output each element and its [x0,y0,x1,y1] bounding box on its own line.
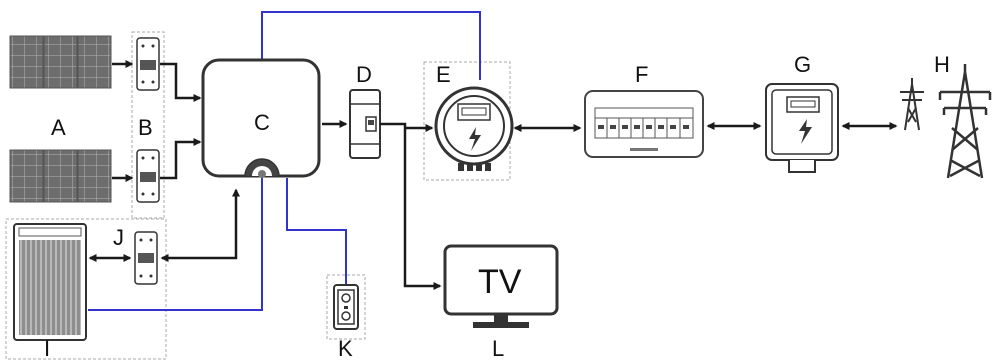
battery-storage [13,223,87,341]
label-d: D [356,62,372,87]
label-k: K [338,336,353,361]
power-grid [900,64,992,179]
label-i: I [44,336,50,361]
transmission-tower-icon [938,64,992,179]
label-f: F [635,62,648,87]
distribution-board-icon [584,90,704,158]
label-g: G [794,52,811,77]
breaker-icon [136,37,160,91]
label-j: J [113,225,124,250]
label-h: H [934,52,950,77]
label-a: A [51,115,66,140]
breaker-group-b-frame [131,31,165,219]
solar-panel-array-top [9,35,112,89]
breaker-b-bottom [136,149,160,203]
battery-group-frame [5,218,167,360]
solar-panel-icon [9,35,112,89]
meter-icon [434,86,514,171]
label-c: C [254,110,270,135]
breaker-b-top [136,37,160,91]
utility-meter [765,83,839,173]
breaker-d [349,89,381,159]
inverter-icon [201,58,321,178]
inverter [201,58,321,178]
wall-outlet [333,284,359,330]
communication-wires [88,11,481,311]
breaker-icon [134,231,158,285]
breaker-j [134,231,158,285]
solar-panel-icon [9,149,112,203]
distribution-board [584,90,704,158]
outlet-icon [333,284,359,330]
label-e: E [436,62,451,87]
tv-label: TV [478,263,522,301]
transmission-tower-icon [900,78,924,131]
tv-icon [443,244,559,328]
battery-icon [13,223,87,341]
label-l: L [492,336,504,361]
television [443,244,559,328]
smart-meter [434,86,514,171]
breaker-icon [349,89,381,159]
solar-panel-array-bottom [9,149,112,203]
breaker-icon [136,149,160,203]
outlet-group-frame [326,274,366,340]
label-b: B [138,115,153,140]
power-connections [88,60,898,290]
meter-icon [765,83,839,173]
